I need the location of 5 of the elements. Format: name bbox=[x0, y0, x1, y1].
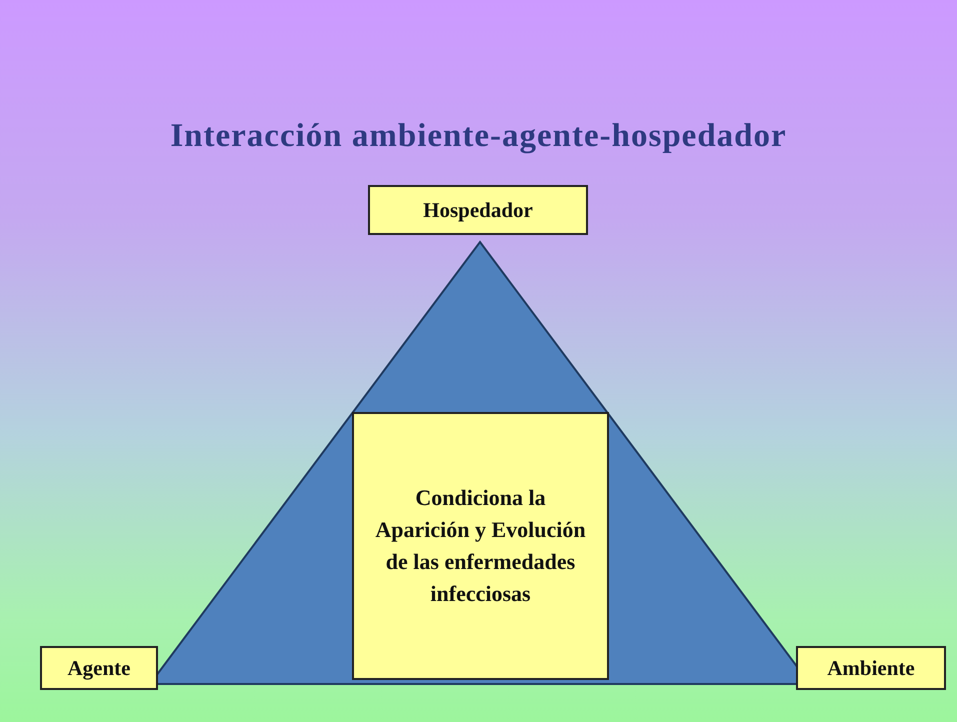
title: Interacción ambiente-agente-hospedador bbox=[169, 118, 788, 155]
label-box: Ambiente bbox=[796, 646, 946, 690]
label-box: Agente bbox=[40, 646, 158, 690]
label-box: Condiciona la Aparición y Evolución de las enfermedades infecciosas bbox=[352, 412, 609, 680]
label-box: Hospedador bbox=[368, 185, 588, 235]
